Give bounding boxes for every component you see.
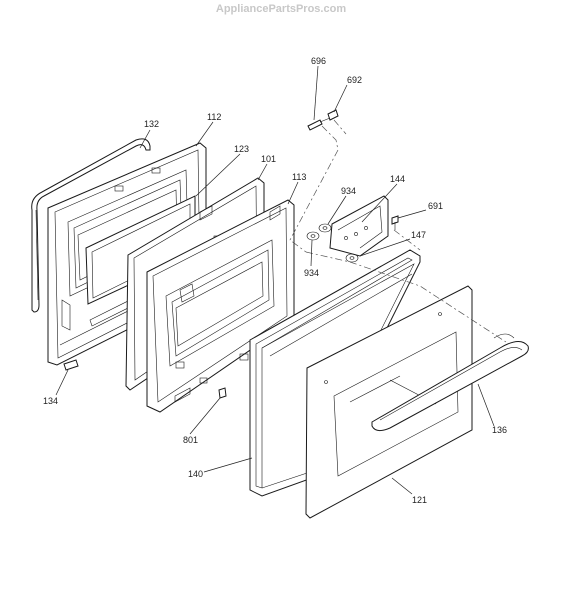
label-112: 112 xyxy=(207,112,221,122)
washer-lower xyxy=(306,231,320,241)
screw-691 xyxy=(391,215,399,230)
label-132: 132 xyxy=(144,119,159,129)
label-121: 121 xyxy=(412,495,427,505)
label-101: 101 xyxy=(261,154,276,164)
hinge-clip-134 xyxy=(63,359,79,371)
label-691: 691 xyxy=(428,201,443,211)
washer-upper xyxy=(318,223,332,233)
label-147: 147 xyxy=(411,230,426,240)
label-144: 144 xyxy=(390,174,405,184)
inner-door-panel xyxy=(146,199,295,413)
label-123: 123 xyxy=(234,144,249,154)
label-696: 696 xyxy=(311,56,326,66)
washer-147 xyxy=(345,253,359,263)
screw-696 xyxy=(307,117,331,131)
door-handle xyxy=(371,333,529,432)
label-692: 692 xyxy=(347,75,362,85)
label-801: 801 xyxy=(183,435,198,445)
label-113: 113 xyxy=(292,172,306,182)
hinge-bracket xyxy=(329,195,389,257)
label-934-lower: 934 xyxy=(304,268,319,278)
watermark: AppliancePartsPros.com xyxy=(215,3,347,15)
leader-lines xyxy=(55,65,495,495)
screw-692 xyxy=(327,109,339,121)
label-140: 140 xyxy=(188,469,203,479)
label-136: 136 xyxy=(492,425,507,435)
part-labels: 696 692 132 112 123 101 113 934 144 691 … xyxy=(43,56,507,505)
screw-801 xyxy=(218,387,227,399)
label-934-upper: 934 xyxy=(341,186,356,196)
label-134: 134 xyxy=(43,396,58,406)
